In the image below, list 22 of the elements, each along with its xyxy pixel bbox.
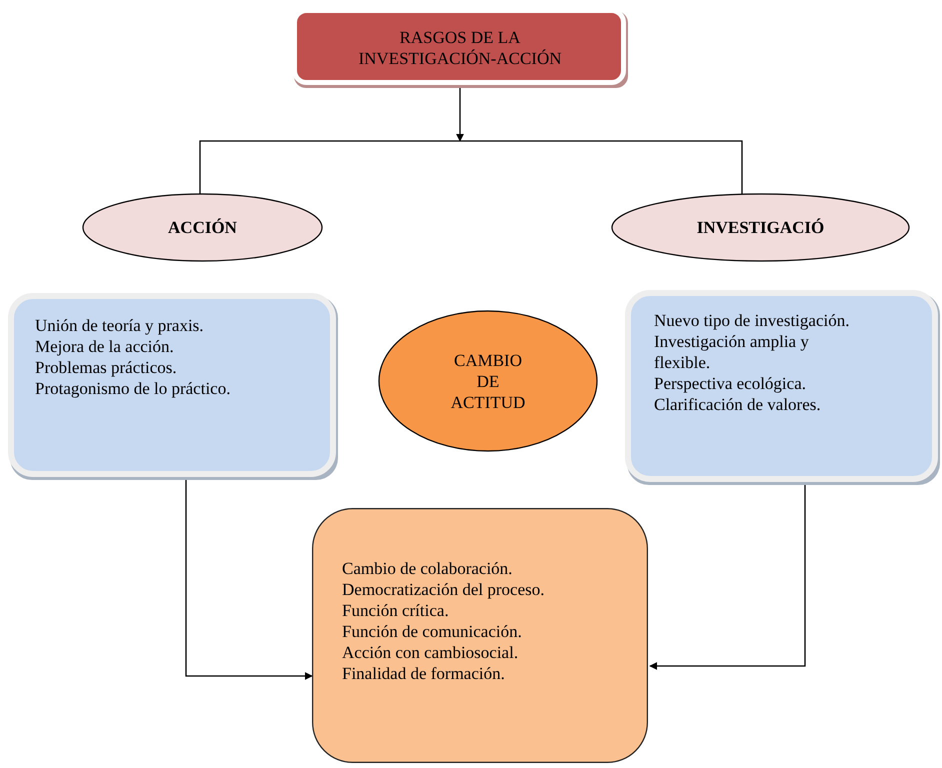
feature-text: Función de comunicación. xyxy=(342,621,523,642)
feature-text: Función crítica. xyxy=(342,600,450,621)
feature-text: Unión de teoría y praxis. xyxy=(35,315,205,336)
feature-text: Investigación amplia y flexible. xyxy=(654,331,810,373)
feature-text: Perspectiva ecológica. xyxy=(654,373,807,394)
ellipse-label: INVESTIGACIÓ xyxy=(696,217,826,238)
feature-text: Protagonismo de lo práctico. xyxy=(35,378,232,399)
feature-text: Acción con cambiosocial. xyxy=(342,642,520,663)
title-text: RASGOS DE LA INVESTIGACIÓN-ACCIÓN xyxy=(357,27,563,69)
feature-text: Democratización del proceso. xyxy=(342,579,546,600)
arrow xyxy=(649,485,806,670)
ellipse-label: ACCIÓN xyxy=(167,217,238,238)
feature-text: Nuevo tipo de investigación. xyxy=(654,310,850,331)
feature-text: Cambio de colaboración. xyxy=(342,558,514,579)
feature-text: Mejora de la acción. xyxy=(35,336,175,357)
feature-text: Problemas prácticos. xyxy=(35,357,178,378)
feature-text: Finalidad de formación. xyxy=(342,663,506,684)
connector-line xyxy=(199,140,743,194)
ellipse-label: CAMBIO DE ACTITUD xyxy=(450,350,526,412)
arrow xyxy=(185,480,313,680)
feature-text: Clarificación de valores. xyxy=(654,394,822,415)
arrow xyxy=(456,88,464,142)
